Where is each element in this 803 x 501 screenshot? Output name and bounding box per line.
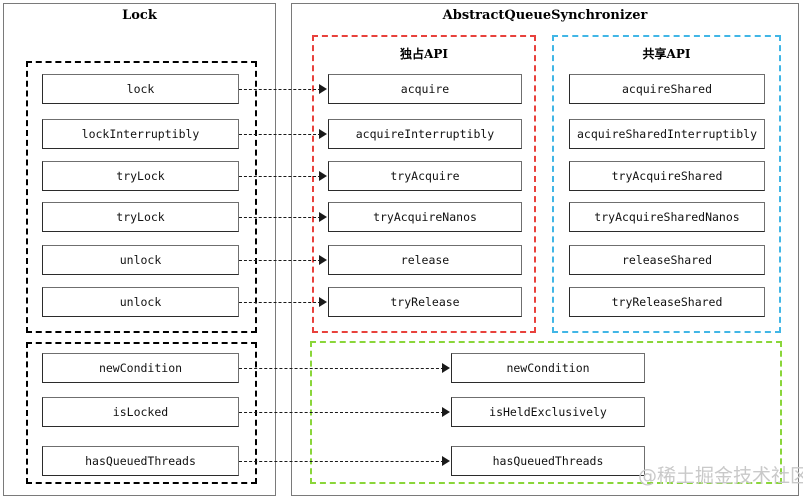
arrowhead-is-held-exclusively	[442, 407, 450, 417]
exclusive-api-title: 独占API	[400, 47, 448, 61]
lock-panel-title: Lock	[122, 8, 157, 23]
connector-unlock-to-release	[239, 260, 321, 261]
method-box-lock-interruptibly[interactable]: lockInterruptibly	[42, 119, 239, 149]
connector-trylock-to-tryacquirenanos	[239, 217, 321, 218]
arrowhead-has-queued-threads	[442, 456, 450, 466]
method-box-try-acquire-shared[interactable]: tryAcquireShared	[569, 161, 765, 191]
method-box-try-acquire-shared-nanos[interactable]: tryAcquireSharedNanos	[569, 202, 765, 232]
method-box-release-shared[interactable]: releaseShared	[569, 245, 765, 275]
method-box-acquire[interactable]: acquire	[328, 74, 522, 104]
arrowhead-release	[319, 255, 327, 265]
shared-api-title: 共享API	[642, 47, 691, 61]
method-box-unlock-2[interactable]: unlock	[42, 287, 239, 317]
arrowhead-new-condition	[442, 363, 450, 373]
arrowhead-try-acquire	[319, 171, 327, 181]
connector-hasqueuedthreads-to-hasqueuedthreads	[239, 461, 444, 462]
method-box-try-acquire-nanos[interactable]: tryAcquireNanos	[328, 202, 522, 232]
method-box-try-release-shared[interactable]: tryReleaseShared	[569, 287, 765, 317]
connector-newcondition-to-newcondition	[239, 368, 444, 369]
method-box-try-lock-2[interactable]: tryLock	[42, 202, 239, 232]
watermark: @稀土掘金技术社区	[638, 465, 803, 487]
method-box-has-queued-threads-right[interactable]: hasQueuedThreads	[451, 446, 645, 476]
method-box-new-condition-right[interactable]: newCondition	[451, 353, 645, 383]
method-box-try-release[interactable]: tryRelease	[328, 287, 522, 317]
connector-lock-to-acquire	[239, 89, 321, 90]
arrowhead-try-release	[319, 297, 327, 307]
connector-trylock-to-tryacquire	[239, 176, 321, 177]
lock-primary-group	[26, 61, 257, 333]
method-box-unlock-1[interactable]: unlock	[42, 245, 239, 275]
method-box-acquire-shared-interruptibly[interactable]: acquireSharedInterruptibly	[569, 119, 765, 149]
arrowhead-acquire-interruptibly	[319, 129, 327, 139]
method-box-acquire-shared[interactable]: acquireShared	[569, 74, 765, 104]
lock-secondary-group	[26, 342, 257, 484]
method-box-new-condition-left[interactable]: newCondition	[42, 353, 239, 383]
method-box-acquire-interruptibly[interactable]: acquireInterruptibly	[328, 119, 522, 149]
method-box-try-acquire[interactable]: tryAcquire	[328, 161, 522, 191]
method-box-try-lock-1[interactable]: tryLock	[42, 161, 239, 191]
method-box-release[interactable]: release	[328, 245, 522, 275]
arrowhead-try-acquire-nanos	[319, 212, 327, 222]
connector-lockinterruptibly-to-acquireinterruptibly	[239, 134, 321, 135]
method-box-is-held-exclusively[interactable]: isHeldExclusively	[451, 397, 645, 427]
connector-unlock-to-tryrelease	[239, 302, 321, 303]
connector-islocked-to-isheldexclusively	[239, 412, 444, 413]
shared-api-group: 共享API	[552, 35, 781, 333]
exclusive-api-group: 独占API	[312, 35, 536, 333]
method-box-has-queued-threads-left[interactable]: hasQueuedThreads	[42, 446, 239, 476]
arrowhead-acquire	[319, 84, 327, 94]
aqs-panel-title: AbstractQueueSynchronizer	[442, 8, 648, 23]
method-box-lock[interactable]: lock	[42, 74, 239, 104]
method-box-is-locked[interactable]: isLocked	[42, 397, 239, 427]
